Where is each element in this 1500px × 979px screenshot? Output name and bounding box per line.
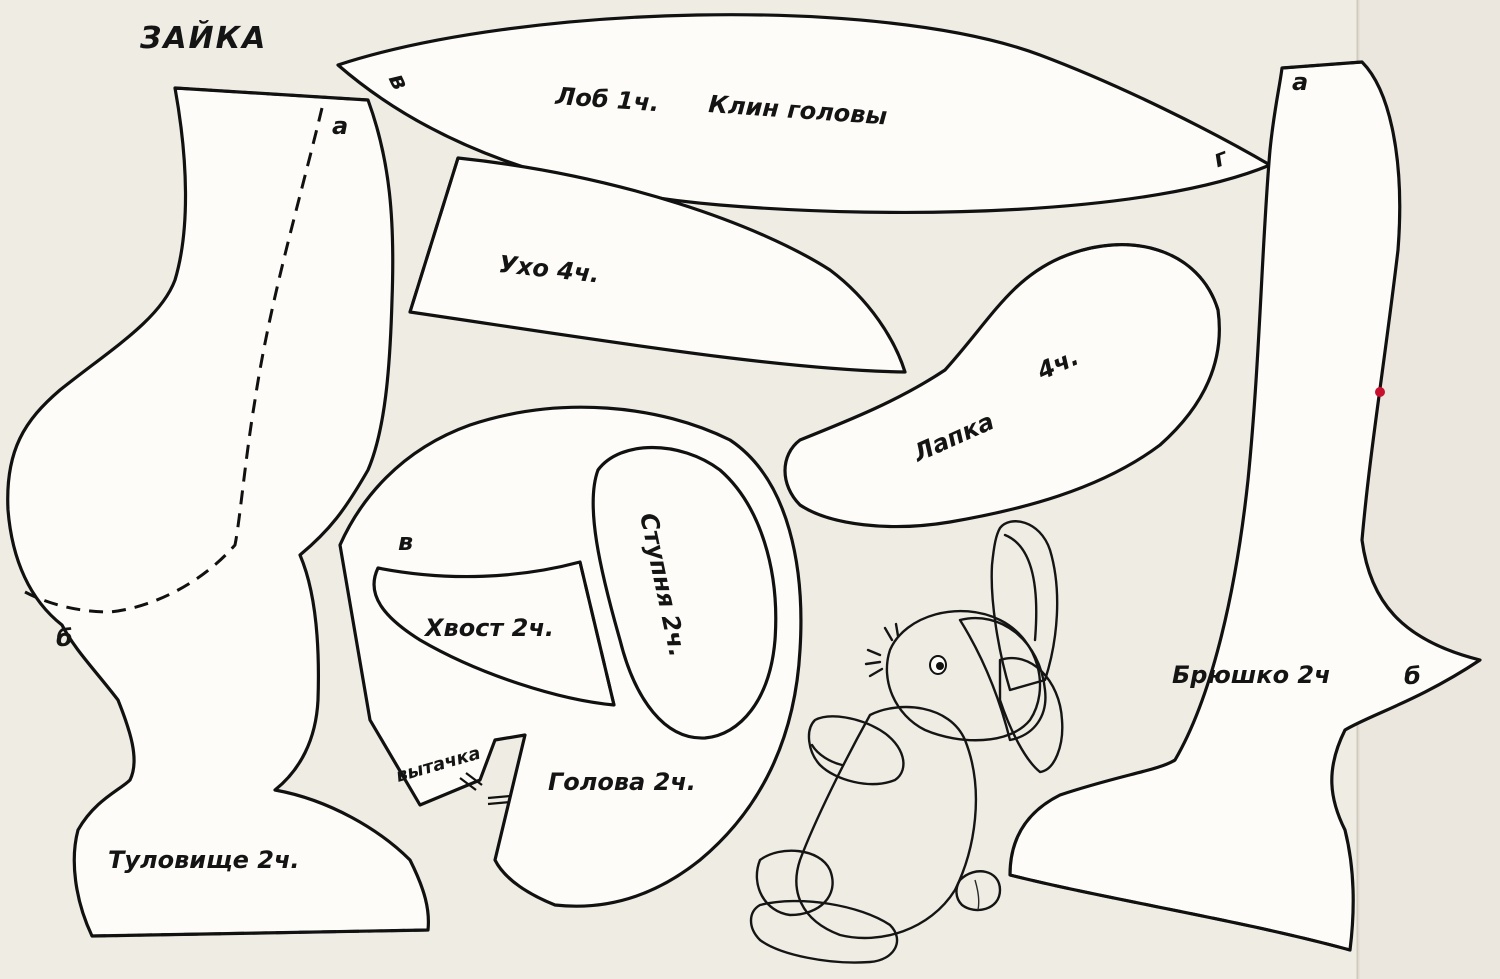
body-inner-seam <box>24 107 324 614</box>
bunny-ear-back <box>990 520 1059 692</box>
pattern-title: ЗАЙКА <box>139 20 267 56</box>
bunny-paw-line <box>810 743 844 767</box>
piece-foot: Ступня 2ч. <box>591 446 778 740</box>
piece-belly: а б Брюшко 2ч <box>1008 60 1482 952</box>
body-mark-a: а <box>332 112 348 140</box>
red-dot-mark <box>1375 387 1385 397</box>
body-mark-b: б <box>56 624 73 652</box>
bunny-brow-lines <box>883 622 900 642</box>
bunny-ear-inner <box>1003 533 1038 642</box>
piece-paw: Лапка 4ч. <box>783 243 1221 529</box>
piece-body: а б Туловище 2ч. <box>6 86 431 938</box>
bunny-body <box>795 705 978 940</box>
head-mark-v: в <box>398 528 413 556</box>
head-notch-3 <box>487 794 511 800</box>
head-notch-4 <box>487 800 511 806</box>
ear-open-seam <box>408 157 460 313</box>
foot-outline <box>591 446 778 740</box>
ear-outline <box>408 156 907 374</box>
piece-tail: Хвост 2ч. <box>372 560 616 707</box>
belly-label: Брюшко 2ч <box>1172 661 1331 689</box>
bunny-head-shade <box>958 617 1047 742</box>
bunny-pupil <box>936 662 944 670</box>
paw-outline <box>783 243 1221 529</box>
bunny-illustration <box>749 520 1064 964</box>
belly-top-seam <box>1281 60 1363 70</box>
belly-outline <box>1008 60 1482 952</box>
belly-mark-b: б <box>1404 662 1421 690</box>
bunny-ear-front <box>998 657 1064 774</box>
tail-label: Хвост 2ч. <box>423 614 554 642</box>
body-label: Туловище 2ч. <box>108 846 300 874</box>
bunny-foot-bottom <box>749 899 899 964</box>
tail-outline <box>372 560 616 707</box>
piece-ear: Ухо 4ч. <box>408 156 907 374</box>
tail-open-seam <box>578 561 616 706</box>
bunny-tail <box>955 870 1002 912</box>
body-top-seam <box>174 86 369 102</box>
head-dart-notch-2 <box>465 772 483 786</box>
body-bottom-seam <box>91 928 429 938</box>
belly-bottom-seam <box>1009 873 1351 952</box>
head-dart-notch-1 <box>459 777 477 791</box>
bunny-head <box>885 609 1042 742</box>
bunny-front-paw <box>807 715 905 786</box>
bunny-whiskers <box>864 648 884 678</box>
body-outline <box>6 86 431 938</box>
belly-mark-a: а <box>1292 68 1308 96</box>
paw-open-seam <box>1059 243 1220 311</box>
bunny-tail-detail <box>974 879 980 911</box>
head-label: Голова 2ч. <box>548 768 696 796</box>
bunny-hind-foot <box>755 849 834 917</box>
